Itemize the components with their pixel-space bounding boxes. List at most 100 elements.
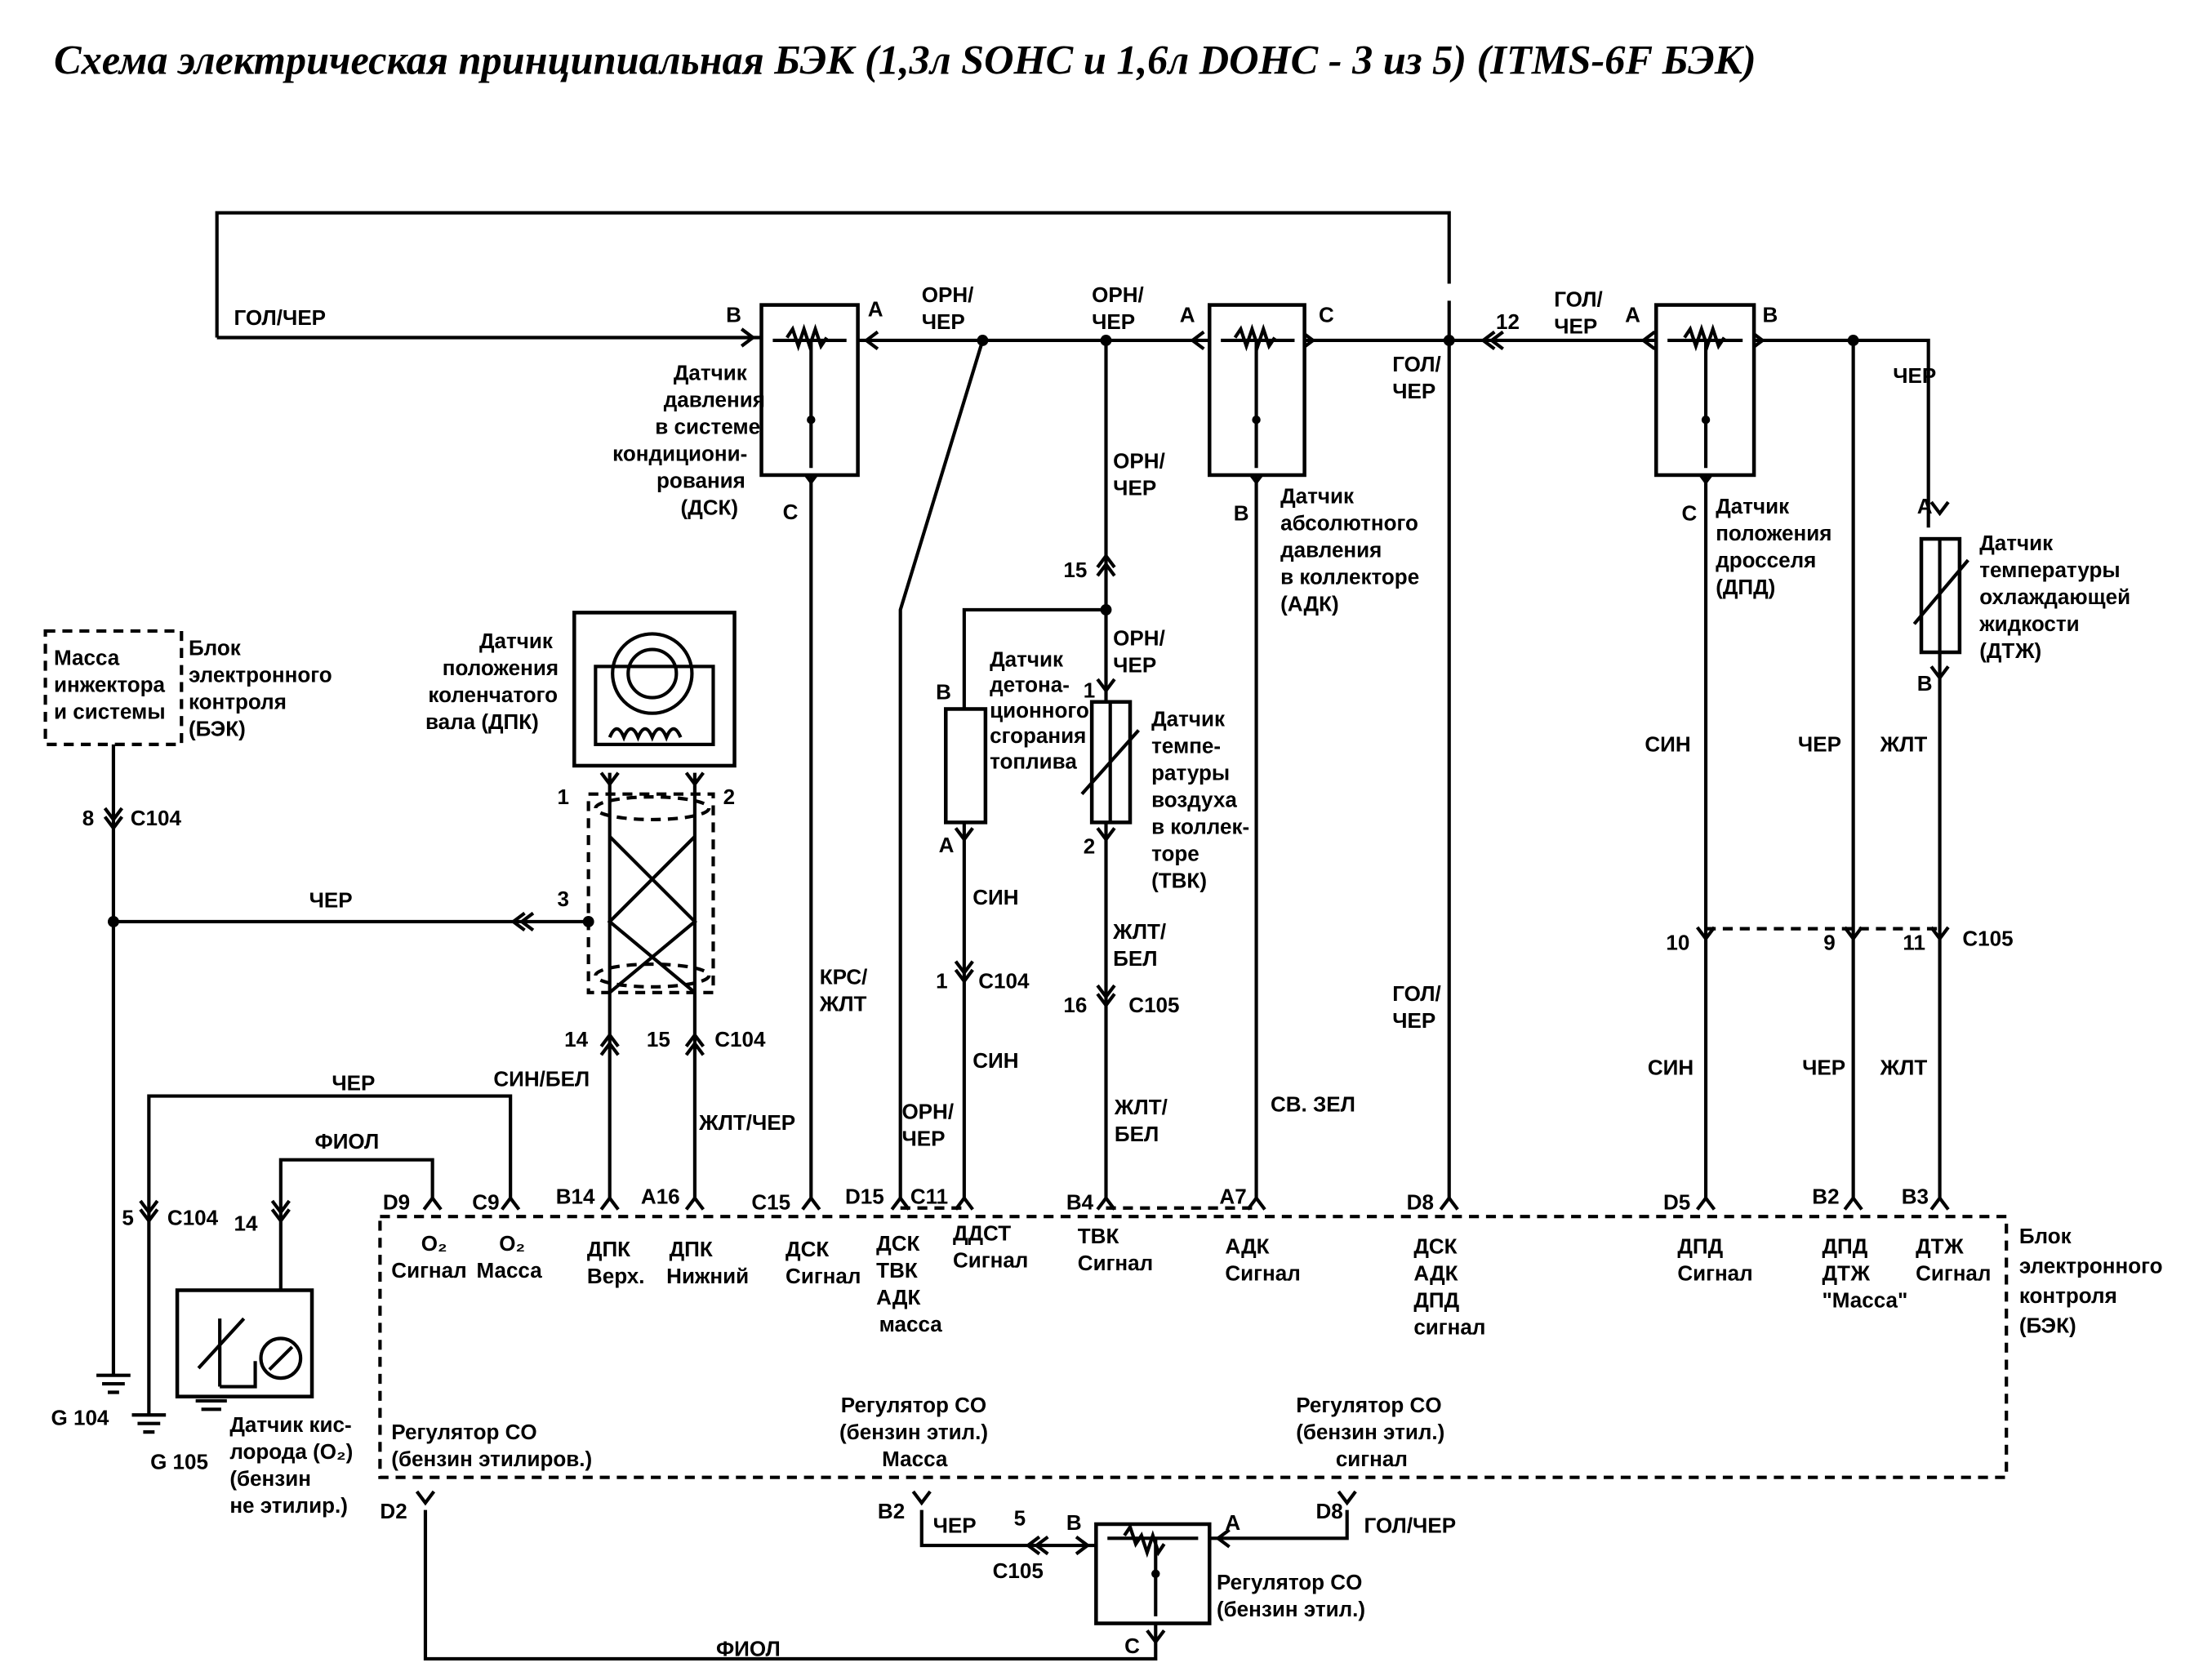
wire-label: ЧЕР [1392,379,1435,403]
sensor-dsk [759,303,860,478]
connector-label: 5 [1014,1506,1026,1531]
wire-label: ЧЕР [1092,309,1135,334]
connector-icon [1439,1195,1459,1211]
connector-label: 5 [122,1206,133,1230]
ecu-pin-label: Сигнал [786,1264,861,1288]
pin-label: B [1763,302,1778,327]
connector-icon [510,911,526,932]
connector-icon [139,1199,159,1216]
connector-label: C104 [714,1027,766,1051]
ecu-pin-label: ДСК [876,1231,919,1256]
wire-label: ГОЛ/ЧЕР [1364,1513,1457,1537]
pin-label: D2 [380,1499,407,1523]
co-regulator [1094,1522,1212,1625]
ecu-label: (БЭК) [189,716,246,740]
connector-icon [684,1195,705,1211]
junction-dot [1100,603,1112,616]
sensor-label: воздуха [1151,787,1237,811]
connector-icon [270,1199,291,1216]
wire-label: ЖЛТ/ [1112,919,1166,944]
junction-dot [1443,335,1455,346]
ecu-label: Блок [189,635,242,660]
ecu-pin-label: ДСК [786,1237,829,1261]
connector-label: 14 [564,1027,588,1051]
junction-dot [107,916,119,927]
ecu-pin-label: АДК [1225,1234,1269,1258]
sensor-label: детона- [990,673,1070,697]
pin-label: B2 [878,1499,905,1523]
connector-label: C105 [993,1558,1044,1583]
connector-icon [1075,1535,1091,1556]
connector-label: 1 [936,969,947,994]
wire-label: ГОЛ/ [1392,981,1441,1006]
sensor-label: Регулятор CO [1217,1570,1362,1594]
wires [43,211,2009,1661]
pin-label: B3 [1902,1185,1929,1209]
pin-label: C [783,500,799,524]
wire-label: ЖЛТ/ЧЕР [698,1110,795,1135]
wire-label: ЖЛТ [1880,1056,1928,1080]
pin-label: B [1066,1510,1082,1535]
sensor-label: не этилир.) [229,1493,348,1518]
sensor-label: кондициони- [612,442,747,466]
ecu-pin-label: Сигнал [1916,1260,1991,1285]
wire-label: ЧЕР [1554,313,1597,338]
pin-label: B14 [556,1185,595,1209]
connector-icon [599,1195,620,1211]
ecu-label: сигнал [1336,1447,1408,1471]
connector-icon [422,1195,443,1211]
connector-icon [1640,330,1656,351]
connector-icon [599,771,620,787]
wire-label: КРС/ [820,964,868,989]
ecu-label: Масса [882,1447,948,1471]
wire-label: ГОЛ/ [1392,352,1441,376]
connector-icon [1843,1195,1863,1211]
connector-label: C104 [978,969,1030,994]
connector-icon [1246,1195,1266,1211]
connector-icon [684,771,705,787]
connector-icon [684,1040,705,1056]
pin-label: 2 [1084,834,1095,859]
wire-label: ФИОЛ [315,1129,380,1154]
sensor-label: рования [656,469,745,493]
sensor-label: в системе [655,415,760,439]
ground-block-label: и системы [54,700,166,724]
ecu-pin-label: Сигнал [953,1248,1028,1273]
pin-label: B [1917,671,1933,696]
connector-icon [801,1195,821,1211]
wire-label: ЧЕР [332,1071,375,1096]
connector-icon [890,1195,910,1211]
sensor-label: Датчик [674,361,748,385]
connector-icon [1096,1195,1116,1211]
connector-icon [1189,330,1205,351]
ecu-label: (бензин этил.) [1296,1420,1444,1444]
connector-label: 12 [1496,309,1520,334]
ground-block-label: Масса [54,646,120,670]
ecu-pin-label: масса [879,1312,943,1336]
sensor-o2 [175,1288,314,1398]
ecu-pin-label: ДПД [1677,1234,1723,1258]
connector-icon [911,1490,932,1506]
connector-label: C105 [1962,926,2013,950]
ecu-label: электронного [189,662,332,687]
ground-label: G 104 [51,1405,109,1429]
wire-label: ЧЕР [1113,475,1156,500]
wire-label: ЧЕР [1392,1008,1435,1033]
pin-label: B [726,302,741,327]
connector-label: C104 [131,806,182,830]
pin-label: B4 [1066,1189,1094,1214]
ecu-label: контроля [189,689,287,714]
pin-label: B [936,679,951,704]
ecu-label: Регулятор CO [391,1420,536,1444]
junction-dot [1847,335,1859,346]
sensor-label: в коллекторе [1280,565,1419,589]
sensor-label: (АДК) [1280,592,1339,616]
wire-label: СВ. ЗЕЛ [1271,1092,1355,1117]
ecu-label: (БЭК) [2019,1314,2076,1338]
wire-label: ФИОЛ [716,1636,781,1660]
ecu-pin-label: АДК [876,1285,920,1309]
ecu-pin-label: ДПД [1413,1287,1459,1312]
ecu-label: Регулятор CO [841,1393,986,1417]
pin-label: A [1225,1510,1240,1535]
connector-icon [599,1032,620,1048]
